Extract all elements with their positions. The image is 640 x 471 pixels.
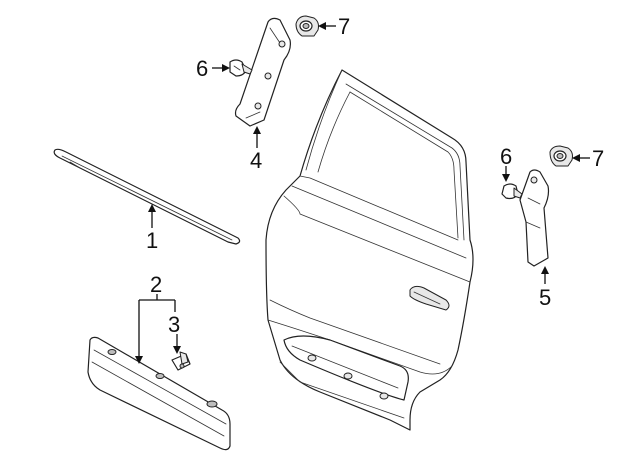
rear-door-shell	[265, 69, 474, 431]
callout-3: 3	[168, 312, 180, 337]
callout-4: 4	[250, 148, 262, 173]
callout-1: 1	[146, 228, 158, 253]
belt-molding-part-1	[53, 148, 241, 245]
callout-6-right: 6	[500, 144, 512, 169]
applique-part-4	[234, 17, 291, 127]
push-pin-part-6-right	[501, 183, 523, 200]
push-pin-part-6-left	[229, 59, 253, 77]
applique-part-5	[519, 169, 550, 267]
callout-5: 5	[539, 285, 551, 310]
callout-6-left: 6	[196, 56, 208, 81]
callout-7-left: 7	[338, 14, 350, 39]
callout-7-right: 7	[592, 146, 604, 171]
callout-2: 2	[150, 272, 162, 297]
grommet-part-7-right	[549, 145, 573, 167]
clip-part-3	[171, 351, 191, 371]
grommet-part-7-left	[295, 15, 319, 37]
rocker-molding-part-2	[87, 336, 231, 451]
